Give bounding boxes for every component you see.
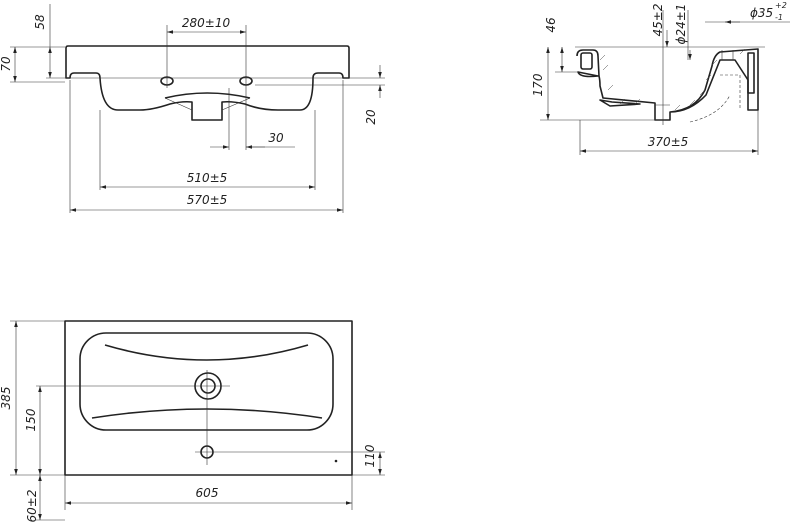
dim-drain-depth: 45±2 (651, 4, 665, 37)
dim-hole-width: 30 (268, 131, 284, 145)
dim-depth: 385 (0, 387, 13, 410)
dim-overall-width: 570±5 (187, 193, 228, 207)
dim-overflow-diameter: ϕ35 (750, 6, 773, 20)
dim-overflow-height: 58 (33, 14, 47, 30)
basin-section-outline (576, 48, 759, 121)
dim-drain-diameter: ϕ24±1 (674, 4, 688, 45)
dim-overflow-tol-lower: -1 (775, 13, 783, 22)
top-view: 385 150 110 605 60±2 (0, 320, 385, 523)
dim-overall-depth: 370±5 (648, 135, 689, 149)
dim-hole-spacing: 280±10 (182, 16, 231, 30)
dim-overall-height: 170 (531, 73, 545, 96)
dim-faucet-offset: 110 (363, 444, 377, 467)
dim-rim-height: 70 (0, 56, 13, 72)
bowl-outline (79, 332, 334, 431)
dim-drain-offset: 150 (24, 408, 38, 431)
dim-width: 605 (196, 486, 219, 500)
dim-front-overhang: 60±2 (25, 490, 39, 523)
dim-overflow-tol-upper: +2 (775, 1, 787, 10)
side-view: 46 170 45±2 ϕ24±1 ϕ35 +2 -1 370±5 (531, 1, 790, 155)
dim-bowl-width: 510±5 (187, 171, 228, 185)
dim-bowl-depth-top: 46 (544, 17, 558, 33)
dim-hole-offset: 20 (364, 109, 378, 125)
basin-top-outline (64, 320, 353, 476)
basin-front-outline (65, 45, 350, 121)
front-view: 280±10 58 70 20 30 510±5 570±5 (0, 4, 385, 213)
bowl-edge (164, 92, 251, 99)
